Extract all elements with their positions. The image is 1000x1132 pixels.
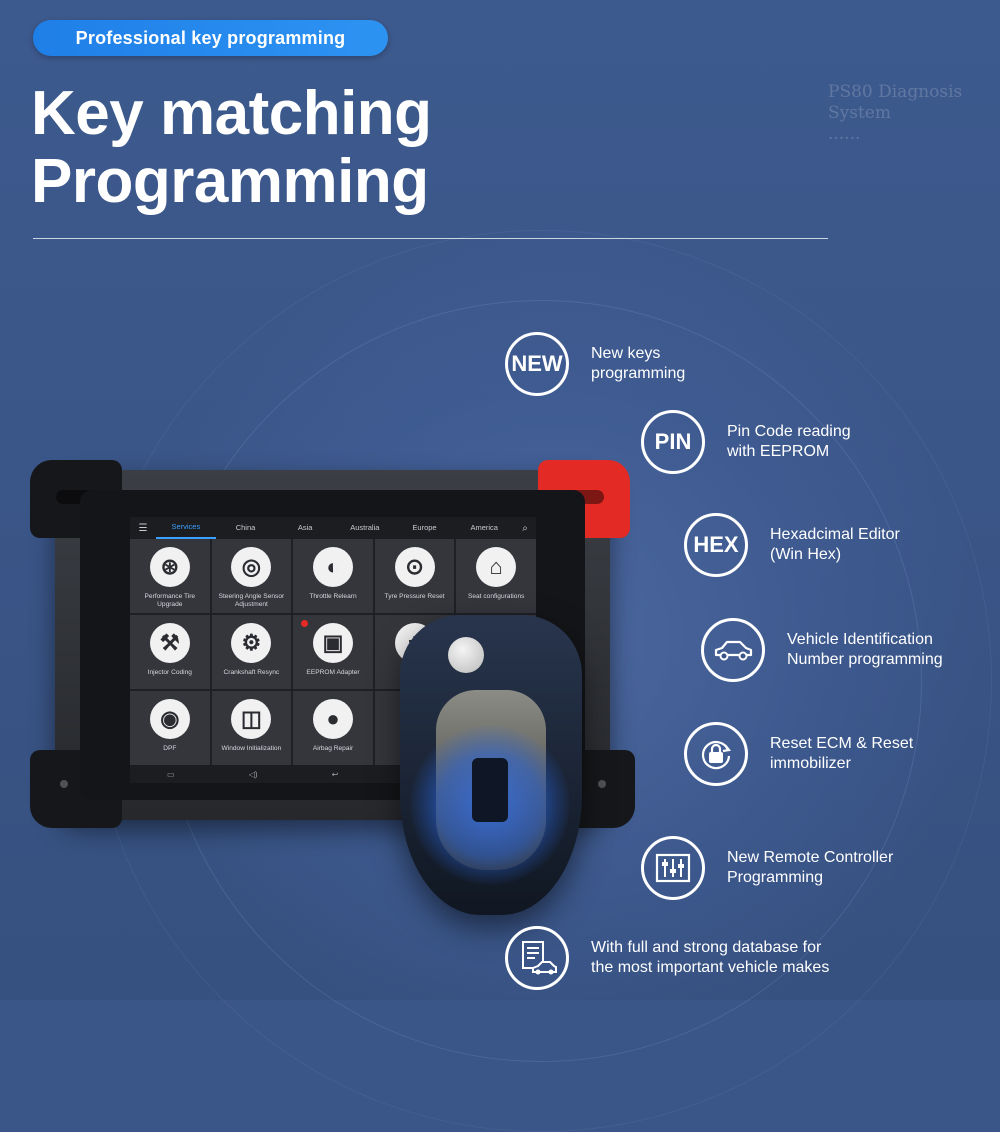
window-icon: ◫ <box>231 699 272 739</box>
divider-line <box>33 238 828 239</box>
lock-reset-icon <box>684 722 748 786</box>
screenshot-icon[interactable]: ▭ <box>167 769 175 779</box>
tile-steering-angle-sensor[interactable]: ◎Steering Angle Sensor Adjustment <box>211 539 292 613</box>
tile-airbag-repair[interactable]: ●Airbag Repair <box>293 691 373 765</box>
car-icon <box>701 618 765 682</box>
tile-window-initialization[interactable]: ◫Window Initialization <box>211 691 292 765</box>
new-badge-dot <box>301 620 309 627</box>
volume-icon[interactable]: ◁) <box>248 769 258 779</box>
promo-tag: Professional key programming <box>33 20 388 56</box>
tile-dpf[interactable]: ◉DPF <box>130 691 210 765</box>
chip-icon: ▣ <box>312 623 353 663</box>
airbag-icon: ● <box>312 699 353 739</box>
tile-crankshaft-resync[interactable]: ⚙Crankshaft Resync <box>211 615 292 689</box>
key-fob-button <box>448 637 484 673</box>
remote-controller-icon <box>641 836 705 900</box>
tab-australia[interactable]: Australia <box>350 523 380 532</box>
injector-icon: ⚒ <box>149 623 190 663</box>
menu-icon[interactable]: ☰ <box>138 522 148 534</box>
headline-line-2: Programming <box>31 147 429 216</box>
gear-icon: ⚙ <box>231 623 272 663</box>
feature-hex-editor: HEX Hexadcimal Editor(Win Hex) <box>684 513 900 577</box>
new-badge-icon: NEW <box>505 332 569 396</box>
tab-america[interactable]: America <box>470 523 498 532</box>
tile-performance-tire-upgrade[interactable]: ⊛Performance Tire Upgrade <box>130 539 210 613</box>
screen-tab-bar: ☰ Services China Asia Australia Europe A… <box>130 517 536 539</box>
pin-badge-icon: PIN <box>641 410 705 474</box>
car-key-fob <box>400 615 582 915</box>
tab-europe[interactable]: Europe <box>412 523 437 532</box>
tab-china[interactable]: China <box>235 523 256 532</box>
tile-throttle-relearn[interactable]: ◐Throttle Relearn <box>293 539 373 613</box>
tile-injector-coding[interactable]: ⚒Injector Coding <box>130 615 210 689</box>
key-transponder-chip <box>472 758 508 822</box>
seat-icon: ⌂ <box>476 547 517 587</box>
tyre-pressure-icon: ⊙ <box>394 547 435 587</box>
tab-services[interactable]: Services <box>156 517 216 539</box>
back-icon[interactable]: ↩ <box>331 769 339 779</box>
watermark: PS80 Diagnosis System ...... <box>828 82 993 145</box>
watermark-line-3: ...... <box>828 124 861 144</box>
tab-asia[interactable]: Asia <box>297 523 313 532</box>
hex-badge-icon: HEX <box>684 513 748 577</box>
steering-wheel-icon: ◎ <box>231 547 272 587</box>
database-car-icon <box>505 926 569 990</box>
tile-seat-configurations[interactable]: ⌂Seat configurations <box>456 539 536 613</box>
tile-tyre-pressure-reset[interactable]: ⊙Tyre Pressure Reset <box>374 539 455 613</box>
watermark-line-2: System <box>828 103 891 123</box>
headline-line-1: Key matching <box>31 79 432 148</box>
dpf-icon: ◉ <box>149 699 190 739</box>
tile-eeprom-adapter[interactable]: ▣EEPROM Adapter <box>293 615 373 689</box>
search-icon[interactable]: ⌕ <box>522 522 528 534</box>
watermark-line-1: PS80 Diagnosis <box>828 82 963 102</box>
throttle-icon: ◐ <box>312 547 353 587</box>
headline: Key matching Programming <box>31 80 432 216</box>
tire-icon: ⊛ <box>149 547 190 587</box>
